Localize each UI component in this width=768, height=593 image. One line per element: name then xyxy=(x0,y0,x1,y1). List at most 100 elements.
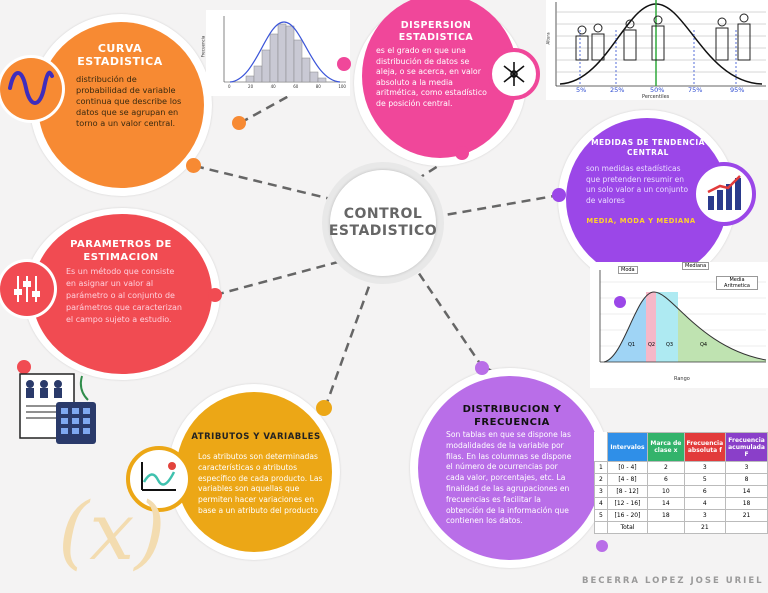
tendencia-icon-badge xyxy=(692,162,756,226)
skew-quartile: Q1 xyxy=(628,342,636,348)
table-cell: 3 xyxy=(683,461,727,474)
histogram-xtick: 20 xyxy=(248,84,254,89)
table-cell: [12 - 16] xyxy=(606,497,649,510)
dispersion-dot-2 xyxy=(337,57,351,71)
table-cell: [0 - 4] xyxy=(606,461,649,474)
parametros-dot-2 xyxy=(17,360,31,374)
parametros-node[interactable] xyxy=(32,214,212,374)
table-header: Intervalos xyxy=(606,432,649,462)
skew-svg xyxy=(599,270,767,363)
percentile-xlabel: Percentiles xyxy=(642,94,670,100)
histogram-xticks: 0 20 40 60 80 100 xyxy=(228,84,346,89)
table-cell: 14 xyxy=(647,497,685,510)
table-cell: 6 xyxy=(647,473,685,486)
curva-node[interactable] xyxy=(38,22,204,188)
table-cell: 10 xyxy=(647,485,685,498)
atributos-title: ATRIBUTOS Y VARIABLES xyxy=(191,432,321,442)
table-total-label: Total xyxy=(606,521,649,534)
table-row: 4 [12 - 16] 14 4 18 xyxy=(594,497,768,510)
atributos-icon-badge xyxy=(126,446,192,512)
distribucion-dot-2 xyxy=(596,540,608,552)
network-icon xyxy=(503,62,525,86)
atributos-node[interactable] xyxy=(176,392,332,552)
table-header: Marca de clase x xyxy=(647,432,685,462)
skew-quartile: Q3 xyxy=(666,342,674,348)
table-cell: 6 xyxy=(683,485,727,498)
table-row: 2 [4 - 8] 6 5 8 xyxy=(594,473,768,486)
tendencia-text: son medidas estadísticas que pretenden r… xyxy=(586,164,689,205)
table-header: Frecuencia acumulada F xyxy=(725,432,768,462)
parametros-title: PARAMETROS DE ESTIMACION xyxy=(70,239,172,263)
skew-label-moda: Moda xyxy=(618,266,638,274)
skew-label-mediana: Mediana xyxy=(682,262,710,270)
table-cell: 3 xyxy=(725,461,768,474)
table-cell: 4 xyxy=(683,497,727,510)
table-cell: [16 - 20] xyxy=(606,509,649,522)
table-cell: 2 xyxy=(594,473,608,486)
dispersion-dot xyxy=(455,146,469,160)
percentile-svg xyxy=(555,0,766,87)
table-corner xyxy=(594,432,608,462)
table-cell: 8 xyxy=(725,473,768,486)
trend-chart-icon xyxy=(141,462,176,491)
histogram-xtick: 0 xyxy=(228,84,231,89)
curva-dot-2 xyxy=(232,116,246,130)
center-title: CONTROL ESTADISTICO xyxy=(326,206,440,240)
table-row: 3 [8 - 12] 10 6 14 xyxy=(594,485,768,498)
table-cell: 5 xyxy=(594,509,608,522)
dispersion-text: es el grado en que una distribución de d… xyxy=(376,46,487,108)
distribucion-node[interactable] xyxy=(418,376,602,560)
histogram-ylabel: Frecuencia xyxy=(200,35,206,58)
histogram-xtick: 80 xyxy=(315,84,321,89)
table-row: 1 [0 - 4] 2 3 3 xyxy=(594,461,768,474)
distribucion-dot xyxy=(475,361,489,375)
histogram-xtick: 60 xyxy=(293,84,299,89)
percentile-label: 25% xyxy=(610,86,625,94)
table-cell: [8 - 12] xyxy=(606,485,649,498)
tendencia-title: MEDIDAS DE TENDENCIA CENTRAL xyxy=(591,138,705,157)
table-cell xyxy=(725,521,768,534)
table-cell xyxy=(647,521,685,534)
sliders-icon xyxy=(14,276,40,302)
histogram-xtick: 40 xyxy=(270,84,276,89)
histogram-xtick: 100 xyxy=(338,84,346,89)
percentile-ylabel: Altura xyxy=(545,32,551,45)
center-title-line2: ESTADISTICO xyxy=(328,223,438,239)
atributos-text: Los atributos son determinadas caracterí… xyxy=(198,452,323,515)
table-cell: 18 xyxy=(647,509,685,522)
distribucion-text: Son tablas en que se dispone las modalid… xyxy=(446,430,572,526)
frequency-table: Intervalos Marca de clase x Frecuencia a… xyxy=(594,432,768,534)
curva-text: distribución de probabilidad de variable… xyxy=(76,74,182,128)
bar-growth-icon xyxy=(707,175,741,210)
skew-chart: Moda Mediana Media Aritmetica Q1 Q2 Q3 Q… xyxy=(590,262,768,388)
table-total-row: Total 21 xyxy=(594,521,768,534)
decor-x-symbol: (x) xyxy=(58,485,166,578)
percentile-label: 75% xyxy=(688,86,703,94)
table-cell: 14 xyxy=(725,485,768,498)
table-cell: 5 xyxy=(683,473,727,486)
table-cell: 2 xyxy=(647,461,685,474)
dispersion-title: DISPERSION ESTADISTICA xyxy=(398,20,474,43)
center-hub[interactable] xyxy=(330,170,436,276)
skew-xlabel: Rango xyxy=(674,376,690,382)
table-header: Frecuencia absoluta f xyxy=(683,432,727,462)
skew-quartile: Q4 xyxy=(700,342,708,348)
percentile-chart: Altura 5% 25% 50% 75% 95% Percentiles xyxy=(546,0,768,100)
distribucion-title: DISTRIBUCION Y FRECUENCIA xyxy=(462,404,562,428)
skew-label-media: Media Aritmetica xyxy=(716,276,758,290)
tendencia-highlight: MEDIA, MODA Y MEDIANA xyxy=(586,217,696,225)
histogram-svg xyxy=(223,16,346,83)
atributos-dot xyxy=(316,400,332,416)
skew-quartile: Q2 xyxy=(648,342,656,348)
skew-dot xyxy=(614,296,626,308)
data-analysis-illustration xyxy=(19,373,96,444)
wave-icon xyxy=(8,70,54,105)
table-cell: 1 xyxy=(594,461,608,474)
tendencia-dot xyxy=(552,188,566,202)
table-cell xyxy=(594,521,608,534)
percentile-label: 5% xyxy=(576,86,587,94)
table-cell: 3 xyxy=(594,485,608,498)
table-cell: [4 - 8] xyxy=(606,473,649,486)
table-cell: 21 xyxy=(725,509,768,522)
percentile-label: 50% xyxy=(650,86,665,94)
